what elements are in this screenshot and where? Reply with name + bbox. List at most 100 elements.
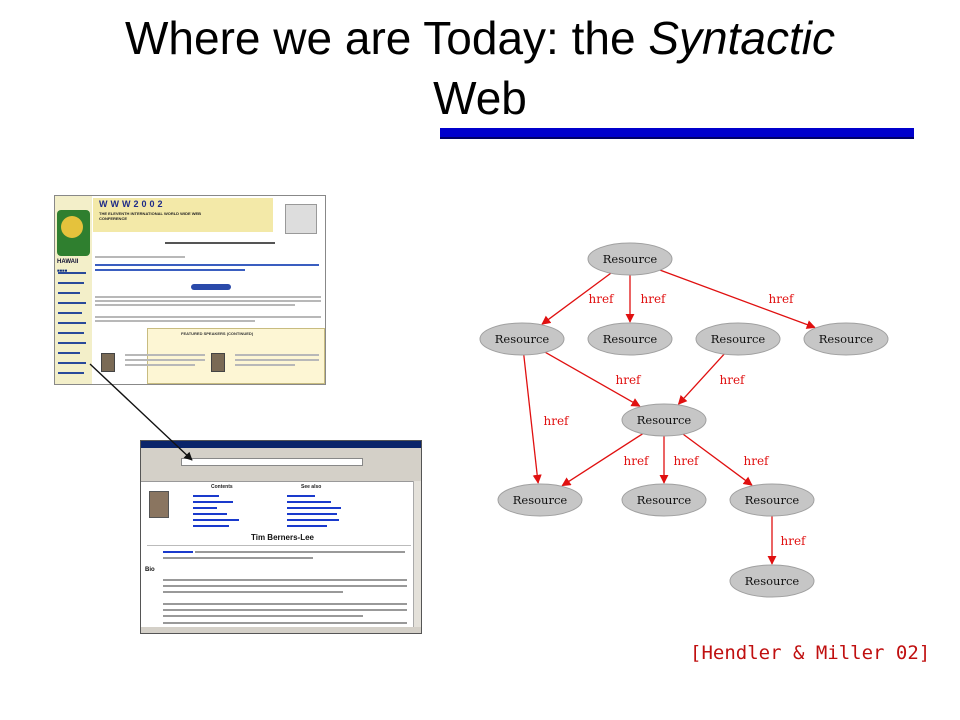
graph-node xyxy=(729,483,815,517)
www2002-nav-item xyxy=(58,272,86,274)
www2002-register-button xyxy=(191,284,231,290)
www2002-text-line xyxy=(95,320,255,322)
tbl-text-line xyxy=(163,585,407,587)
www2002-featured-box xyxy=(147,328,325,384)
www2002-nav-item xyxy=(58,362,86,364)
www2002-text-line xyxy=(235,354,319,356)
www2002-nav-item xyxy=(58,342,86,344)
graph-node xyxy=(729,564,815,598)
tbl-text-line xyxy=(163,579,407,581)
tbl-contents-link xyxy=(193,513,227,515)
screenshot-link-arrow xyxy=(89,363,193,461)
tbl-see-also-link xyxy=(287,513,337,515)
www2002-nav-item xyxy=(58,352,80,354)
slide-title-line1: Where we are Today: the Syntactic xyxy=(40,12,920,64)
www2002-text-line xyxy=(95,300,321,302)
tbl-page-heading: Tim Berners-Lee xyxy=(251,533,314,542)
www2002-nav-block: ■■■■ xyxy=(57,268,68,273)
www2002-text-line xyxy=(95,304,295,306)
tbl-menubar xyxy=(141,448,421,454)
citation: [Hendler & Miller 02] xyxy=(690,642,931,664)
tbl-see-also-link xyxy=(287,501,331,503)
tbl-window-titlebar xyxy=(141,441,421,448)
www2002-country-links xyxy=(95,264,319,266)
graph-edge-label: href xyxy=(719,373,746,387)
www2002-tagline xyxy=(165,242,275,244)
www2002-text-line xyxy=(125,364,195,366)
tbl-see-also-link xyxy=(287,525,327,527)
tbl-text-line xyxy=(163,609,407,611)
tbl-screenshot: Contents See also Tim Berners-Lee Bio xyxy=(140,440,422,634)
tbl-text-line xyxy=(163,622,407,624)
tbl-text-line xyxy=(195,551,405,553)
graph-node xyxy=(587,322,673,356)
www2002-text-line xyxy=(95,256,185,258)
tbl-scrollbar xyxy=(413,481,421,627)
graph-edge-label: href xyxy=(768,292,795,306)
www2002-text-line xyxy=(235,359,319,361)
tbl-text-line xyxy=(163,615,363,617)
tbl-see-also-link xyxy=(287,519,339,521)
www2002-header xyxy=(93,198,273,232)
www2002-nav-item xyxy=(58,332,84,334)
tbl-contents-link xyxy=(193,501,233,503)
graph-node-label: Resource xyxy=(495,332,550,346)
graph-node-label: Resource xyxy=(603,332,658,346)
tbl-contents-link xyxy=(193,507,217,509)
tbl-text-line xyxy=(163,557,313,559)
graph-node xyxy=(621,483,707,517)
tbl-bio-heading: Bio xyxy=(145,567,155,573)
tbl-see-also-link xyxy=(287,495,315,497)
www2002-text-line xyxy=(95,316,321,318)
tbl-url-field xyxy=(181,458,363,466)
graph-edge xyxy=(541,272,612,325)
graph-edge-label: href xyxy=(743,454,770,468)
www2002-nav-item xyxy=(58,322,86,324)
title-italic-word: Syntactic xyxy=(648,12,835,64)
www2002-sidebar-label: HAWAII xyxy=(57,259,79,265)
graph-node xyxy=(479,322,565,356)
www2002-heading: WWW2002 xyxy=(99,199,166,209)
tbl-text-line xyxy=(163,591,343,593)
www2002-country-links xyxy=(95,269,245,271)
graph-node-label: Resource xyxy=(603,252,658,266)
graph-node xyxy=(695,322,781,356)
graph-edge xyxy=(677,353,725,405)
graph-node-label: Resource xyxy=(819,332,874,346)
graph-node-label: Resource xyxy=(637,413,692,427)
title-underline xyxy=(440,128,914,137)
tbl-contents-link xyxy=(193,495,219,497)
www2002-badge xyxy=(285,204,317,234)
tbl-contents-label: Contents xyxy=(211,484,233,490)
tbl-see-also-link xyxy=(287,507,341,509)
www2002-text-line xyxy=(125,354,205,356)
graph-edge xyxy=(545,351,641,407)
www2002-text-line xyxy=(95,296,321,298)
title-underline-shadow xyxy=(440,137,914,139)
graph-edge-label: href xyxy=(543,414,570,428)
www2002-nav-item xyxy=(58,282,84,284)
graph-edge-label: href xyxy=(673,454,700,468)
graph-node xyxy=(497,483,583,517)
graph-edge xyxy=(659,269,816,329)
graph-edge-label: href xyxy=(780,534,807,548)
www2002-logo-sun xyxy=(61,216,83,238)
www2002-speaker-photo xyxy=(101,353,115,372)
graph-node xyxy=(803,322,889,356)
www2002-nav-item xyxy=(58,292,80,294)
tbl-text-line xyxy=(163,603,407,605)
graph-node xyxy=(587,242,673,276)
graph-edge-label: href xyxy=(588,292,615,306)
graph-edge-label: href xyxy=(640,292,667,306)
www2002-text-line xyxy=(235,364,295,366)
www2002-nav-item xyxy=(58,302,86,304)
www2002-speaker-photo xyxy=(211,353,225,372)
graph-edge-label: href xyxy=(623,454,650,468)
www2002-nav-item xyxy=(58,312,82,314)
tbl-text-link xyxy=(163,551,193,553)
tbl-bookmarks-bar xyxy=(141,474,421,482)
graph-edge xyxy=(561,433,643,487)
tbl-separator xyxy=(147,545,411,546)
